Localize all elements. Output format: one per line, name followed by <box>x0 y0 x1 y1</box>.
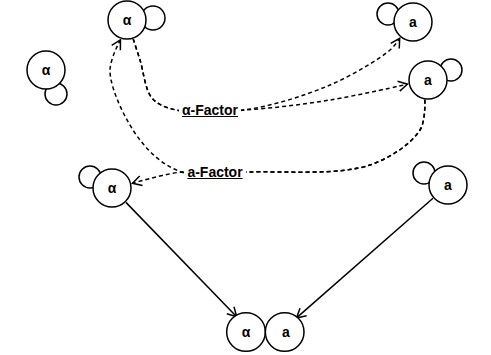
pheromone-label: α-Factor <box>179 102 241 119</box>
cell-circle <box>429 166 467 204</box>
mating-type-label: α <box>226 325 266 339</box>
cell-circle <box>227 313 266 352</box>
pheromone-arrow <box>110 40 425 175</box>
pheromone-label: a-Factor <box>184 164 245 181</box>
mating-type-label: α <box>93 181 131 195</box>
mating-type-label: a <box>429 178 467 192</box>
pheromone-arrow <box>133 39 407 112</box>
mating-arrow <box>297 198 433 318</box>
mating-type-label: a <box>394 15 432 29</box>
yeast-cell: α <box>93 169 131 207</box>
diploid-cell: αa <box>226 312 306 352</box>
mating-type-label: α <box>27 63 65 77</box>
pheromone-arrow <box>132 100 424 184</box>
cell-circle <box>409 61 447 99</box>
mating-arrow <box>126 202 237 316</box>
mating-type-label: a <box>409 73 447 87</box>
cell-circle <box>394 3 432 41</box>
cell-outline <box>226 312 306 352</box>
cell-circle <box>93 169 131 207</box>
mating-type-label: a <box>266 325 306 339</box>
cell-circle <box>27 51 65 89</box>
mating-type-label: α <box>108 13 146 27</box>
yeast-cell: a <box>409 61 447 99</box>
yeast-cell: a <box>429 166 467 204</box>
pheromone-arrow <box>133 38 399 113</box>
cell-circle <box>108 1 146 39</box>
yeast-cell: α <box>27 51 65 89</box>
yeast-cell: α <box>108 1 146 39</box>
yeast-cell: a <box>394 3 432 41</box>
